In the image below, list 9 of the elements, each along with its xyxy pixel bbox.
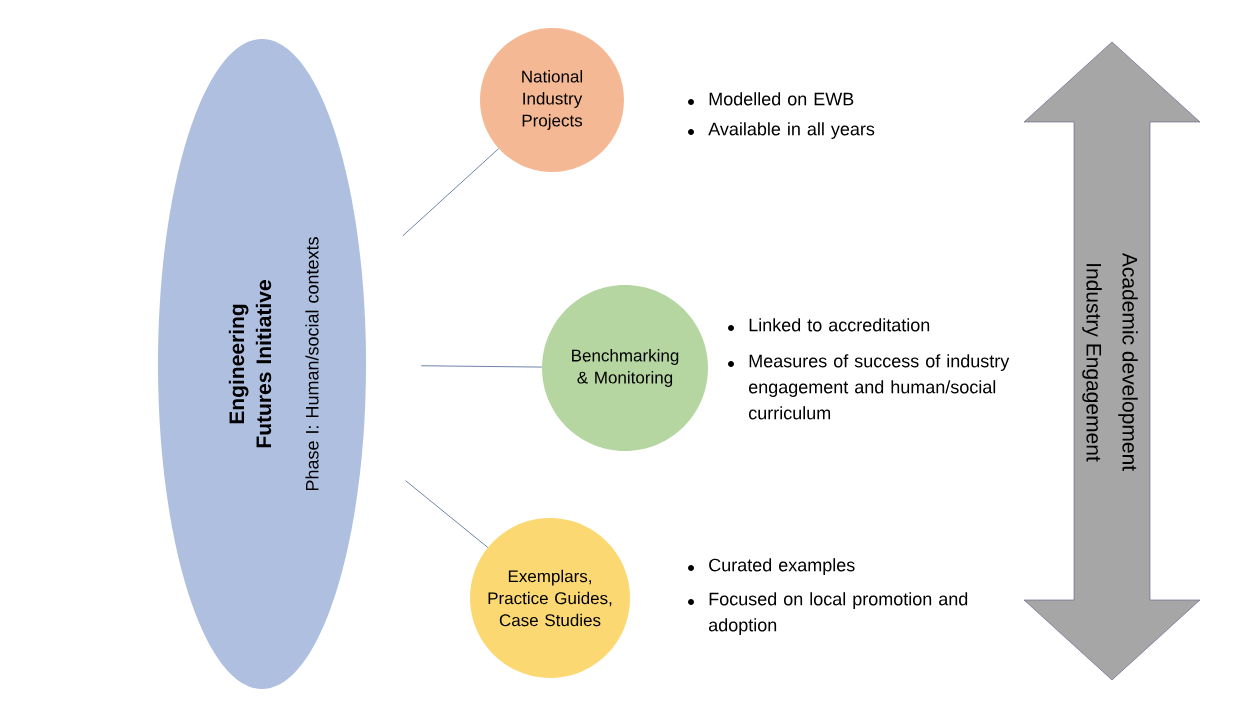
bullet-item: Curated examples — [709, 558, 855, 575]
bullet-item: Measures of success of industry engagement and human/social curriculum — [749, 354, 1010, 420]
bullet-item: Available in all years — [708, 122, 875, 139]
bullet-item: Linked to accreditation — [749, 318, 930, 332]
connector-line — [402, 148, 499, 237]
bullet-item: Modelled on EWB — [709, 92, 854, 106]
bullet-item: Focused on local promotion and adoption — [709, 592, 968, 635]
connector-line — [405, 480, 489, 548]
connector-line — [420, 365, 543, 368]
